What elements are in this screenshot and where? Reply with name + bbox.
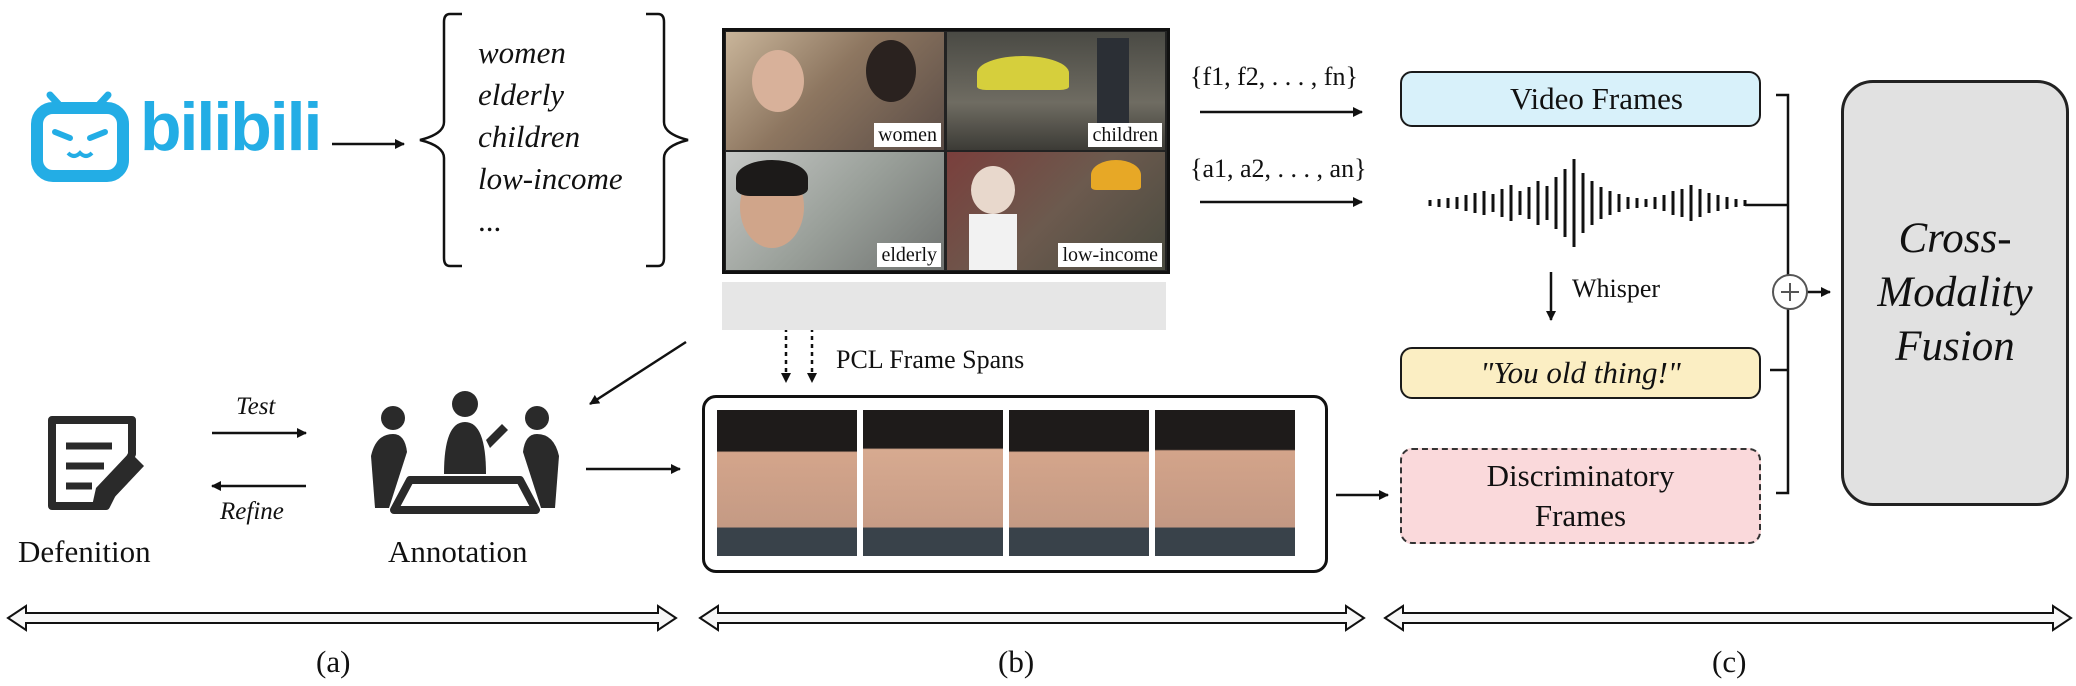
fusion-line-3: Fusion: [1895, 323, 2015, 370]
section-double-arrows: [6, 604, 2073, 632]
frame-sequence-label: {f1, f2, . . . , fn}: [1190, 62, 1358, 91]
face-frame: [863, 410, 1003, 556]
annotation-label: Annotation: [388, 534, 528, 569]
group-list: women elderly children low-income ...: [478, 32, 658, 242]
video-player-bar: [722, 282, 1166, 330]
bilibili-tv-icon: [31, 91, 129, 182]
discriminatory-frames-box: Discriminatory Frames: [1400, 448, 1761, 544]
group-item: children: [478, 119, 581, 154]
disc-line-1: Discriminatory: [1486, 458, 1675, 493]
section-label-a: (a): [316, 644, 351, 679]
tile-label: children: [1088, 123, 1162, 147]
group-item: low-income: [478, 161, 623, 196]
disc-line-2: Frames: [1534, 498, 1627, 533]
video-frames-box: Video Frames: [1400, 71, 1761, 127]
face-frame: [1009, 410, 1149, 556]
refine-label: Refine: [220, 498, 284, 525]
group-item: ...: [478, 203, 502, 238]
meeting-icon: [371, 391, 559, 514]
frame-strip: [702, 395, 1328, 573]
plus-icon: [1772, 274, 1808, 310]
tile-label: low-income: [1058, 243, 1162, 267]
tile-label: women: [874, 123, 941, 147]
audio-waveform: [1428, 159, 1747, 247]
face-frame: [717, 410, 857, 556]
definition-label: Defenition: [18, 534, 151, 569]
pcl-spans-label: PCL Frame Spans: [836, 345, 1025, 374]
fusion-line-2: Modality: [1877, 269, 2033, 316]
audio-sequence-label: {a1, a2, . . . , an}: [1190, 154, 1367, 183]
document-edit-icon: [48, 416, 144, 510]
whisper-label: Whisper: [1572, 274, 1661, 303]
group-item: women: [478, 35, 566, 70]
group-bracket: [419, 12, 689, 268]
bilibili-logo: bilibili: [140, 89, 322, 165]
section-label-c: (c): [1712, 644, 1747, 679]
video-tile: women: [726, 32, 944, 150]
transcript-box: "You old thing!": [1400, 347, 1761, 399]
group-item: elderly: [478, 77, 565, 112]
fusion-line-1: Cross-: [1898, 215, 2012, 262]
face-frame: [1155, 410, 1295, 556]
tile-label: elderly: [877, 243, 941, 267]
test-label: Test: [236, 393, 276, 420]
transcript-text: "You old thing!": [1480, 355, 1681, 390]
video-frames-label: Video Frames: [1510, 81, 1683, 116]
cross-modality-fusion-box: Cross- Modality Fusion: [1841, 80, 2069, 506]
video-tile: low-income: [947, 152, 1165, 270]
video-tile: elderly: [726, 152, 944, 270]
arrows-a: [211, 139, 687, 491]
section-label-b: (b): [998, 644, 1035, 679]
video-tile: children: [947, 32, 1165, 150]
video-collage: women children elderly low-income: [722, 28, 1170, 274]
